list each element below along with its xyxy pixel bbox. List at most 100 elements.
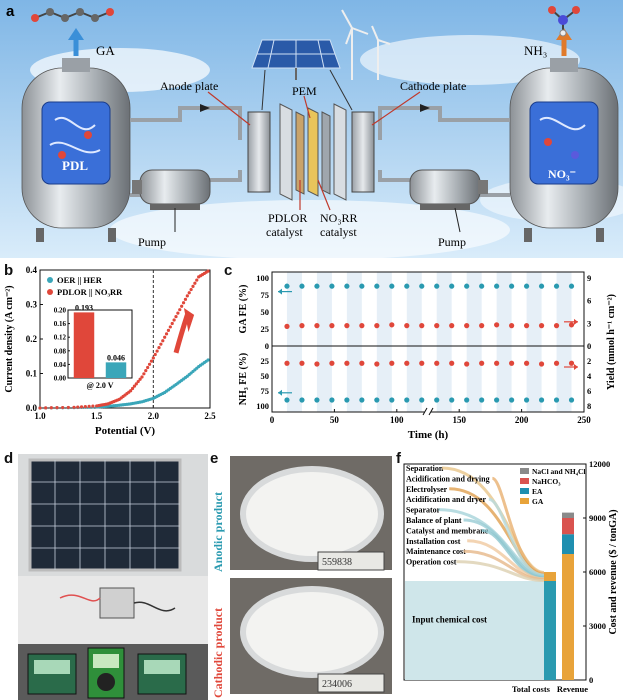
nh3-fe-point <box>314 397 320 403</box>
panel-a-schematic: a GA NH₃ Anode plate Cathode plate PEM P… <box>0 0 623 260</box>
ga-fe-point <box>419 283 425 289</box>
nh3-yield-point <box>419 360 425 366</box>
ga-fe-point <box>329 283 335 289</box>
nh3-fe-point <box>494 397 500 403</box>
x-tick-label-b: 1.5 <box>91 411 103 421</box>
pdl-label: PDL <box>62 158 88 173</box>
y2-tick-label-c-top: 0 <box>587 341 591 351</box>
series-point-b <box>174 314 178 319</box>
y-tick-label-b: 0.4 <box>26 265 38 275</box>
legend-swatch-f <box>520 478 529 484</box>
ga-fe-point <box>464 283 470 289</box>
series-point-b <box>164 332 169 336</box>
ga-fe-point <box>374 283 380 289</box>
nh3-yield-point <box>509 360 515 366</box>
series-point-b <box>132 384 137 388</box>
ga-fe-point <box>449 283 455 289</box>
series-point-b <box>189 287 193 292</box>
cost-item-label: Catalyst and membrane <box>406 526 489 535</box>
shaded-band-c <box>526 272 542 412</box>
y-tick-label-c-bottom: 100 <box>256 401 269 411</box>
x-tick-label-c: 200 <box>515 415 529 425</box>
y-tick-label-c-top: 100 <box>256 273 269 283</box>
y2-tick-label-c-top: 9 <box>587 273 591 283</box>
series-point-b <box>183 297 188 301</box>
ga-fe-point <box>523 283 530 289</box>
ga-yield-point <box>314 323 320 329</box>
ga-yield-point <box>434 323 440 329</box>
panel-e-label: e <box>210 450 219 467</box>
x-tick-label-c: 250 <box>577 415 591 425</box>
cost-item-label: Separation <box>406 464 444 473</box>
panel-f-label: f <box>396 450 401 467</box>
ga-fe-point <box>568 283 575 289</box>
no3rr-catalyst-label-1: NO₃RR <box>320 211 358 225</box>
wind-turbine-icon <box>341 9 391 80</box>
nh3-yield-point <box>284 360 290 366</box>
ga-yield-point <box>523 323 530 329</box>
y-axis-label-c-right: Yield (mmol h⁻¹ cm⁻²) <box>606 294 617 390</box>
pem-label: PEM <box>292 84 317 98</box>
shaded-band-c <box>496 272 512 412</box>
ga-fe-point <box>314 283 320 289</box>
x-axis-label-b: Potential (V) <box>95 425 156 437</box>
y-tick-label-f: 12000 <box>589 459 610 469</box>
ga-yield-point <box>568 322 575 328</box>
inset-bar <box>73 312 95 378</box>
nh3-fe-point <box>419 397 425 403</box>
series-point-b <box>166 328 171 332</box>
series-point-b <box>159 342 163 346</box>
yield-arrow-bottom-head <box>574 364 578 370</box>
x-tick-label-b: 1.0 <box>34 411 46 421</box>
series-point-b <box>49 406 53 410</box>
nh3-yield-point <box>434 360 440 366</box>
ga-yield-point <box>359 323 365 329</box>
cathodic-product-label: Cathodic product <box>211 608 225 698</box>
fe-arrow-bottom-head <box>278 389 282 396</box>
ga-molecule-icon <box>31 8 114 22</box>
no3-molecule-icon <box>548 6 580 37</box>
x-tick-label-c: 50 <box>330 415 340 425</box>
x-tick-label-b: 2.0 <box>148 411 160 421</box>
ga-label: GA <box>96 43 115 58</box>
panel-d: d <box>0 448 208 700</box>
y-axis-label-f: Cost and revenue ($ / tonGA) <box>608 509 619 634</box>
ga-fe-point <box>553 283 560 289</box>
ga-yield-point <box>479 323 485 329</box>
series-point-b <box>79 405 84 409</box>
series-point-b <box>134 382 138 386</box>
nh3-yield-point <box>374 361 380 367</box>
inset-x-label: @ 2.0 V <box>86 381 113 390</box>
nh3-fe-point <box>389 397 395 403</box>
shaded-band-c <box>436 272 452 412</box>
solar-panel-icon <box>251 39 341 80</box>
series-point-b <box>195 278 199 282</box>
electrolyser-cell <box>99 587 135 619</box>
x-axis-label-c: Time (h) <box>408 429 449 441</box>
y-axis-label-c-top: GA FE (%) <box>238 285 249 334</box>
series-point-b <box>168 325 172 329</box>
nh3-fe-point <box>568 397 575 403</box>
series-point-b <box>136 379 140 384</box>
x-tick-label-c: 150 <box>452 415 466 425</box>
ga-yield-point <box>464 323 470 329</box>
ga-fe-point <box>479 283 485 289</box>
y-tick-label-b: 0.1 <box>26 369 38 379</box>
ga-yield-point <box>374 323 380 329</box>
legend-label-f: NaCl and NH₄Cl <box>532 467 586 476</box>
nh3-yield-point <box>344 360 350 366</box>
ga-fe-point <box>284 283 290 289</box>
series-point-b <box>153 352 157 357</box>
x-tick-label-b: 2.5 <box>204 411 216 421</box>
pump-left-label: Pump <box>138 235 166 249</box>
shaded-band-c <box>466 272 482 412</box>
ga-fe-point <box>494 283 500 289</box>
input-chemical-label: Input chemical cost <box>412 614 487 624</box>
series-point-b <box>147 362 152 366</box>
series-point-b <box>176 311 180 315</box>
nh3-yield-point <box>494 360 500 366</box>
series-point-b <box>193 281 197 285</box>
anodic-product-label: Anodic product <box>211 492 225 572</box>
ga-yield-point <box>404 323 410 329</box>
